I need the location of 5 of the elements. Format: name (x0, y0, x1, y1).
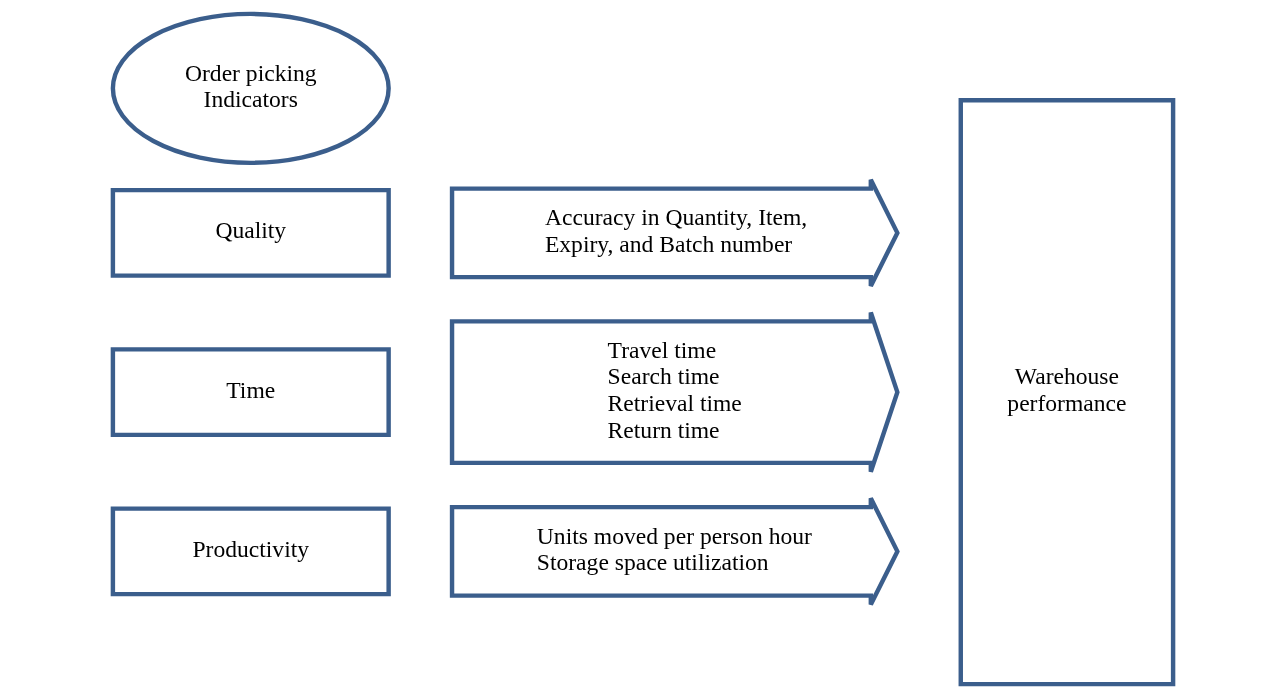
node-ellipse: Order picking Indicators (110, 11, 391, 166)
node-box: Productivity (110, 506, 391, 597)
node-box: Quality (110, 187, 391, 278)
node-box: Time (110, 347, 391, 438)
node-box: Warehouse performance (958, 97, 1176, 687)
